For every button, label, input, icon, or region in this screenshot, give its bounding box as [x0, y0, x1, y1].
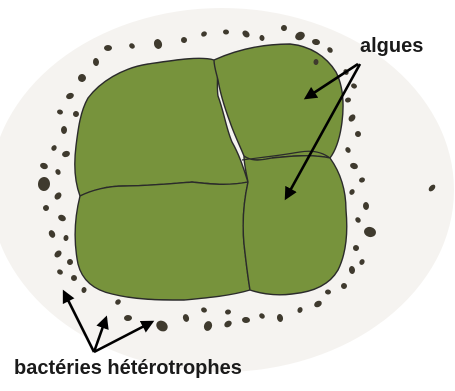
bacteria-label: bactéries hétérotrophes [14, 357, 242, 379]
algae-colony [75, 44, 347, 300]
algae-label: algues [360, 35, 423, 57]
bacterium [104, 45, 112, 51]
algae-cell-bottom-left [75, 182, 250, 300]
algae-cell-bottom-right [243, 156, 347, 295]
